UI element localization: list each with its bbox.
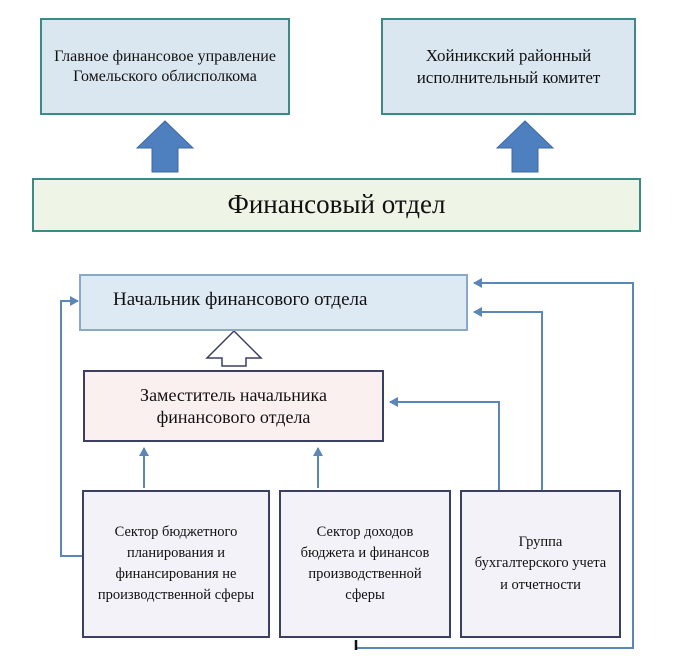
head-of-department-label: Начальник финансового отдела bbox=[113, 289, 368, 310]
sector-budget-planning-box: Сектор бюджетного планирования и финанси… bbox=[82, 490, 270, 638]
sector-revenue-label: Сектор доходов бюджета и финансов произв… bbox=[300, 523, 430, 604]
connector-sector1-to-head bbox=[60, 296, 82, 557]
district-executive-committee-label: Хойникский районный исполнительный комит… bbox=[416, 46, 601, 87]
deputy-head-box: Заместитель начальника финансового отдел… bbox=[83, 370, 384, 442]
hollow-arrow-deputy-to-head bbox=[205, 329, 263, 367]
sector-revenue-box: Сектор доходов бюджета и финансов произв… bbox=[279, 490, 451, 638]
accounting-group-label: Группа бухгалтерского учета и отчетности bbox=[474, 534, 607, 593]
connector-accounting-to-deputy bbox=[389, 397, 500, 490]
accounting-group-box: Группа бухгалтерского учета и отчетности bbox=[460, 490, 621, 638]
district-executive-committee-box: Хойникский районный исполнительный комит… bbox=[381, 18, 636, 115]
finance-department-box: Финансовый отдел bbox=[32, 178, 641, 232]
main-finance-department-label: Главное финансовое управление Гомельског… bbox=[54, 47, 276, 85]
finance-department-label: Финансовый отдел bbox=[227, 189, 446, 220]
block-arrow-to-exec-committee bbox=[495, 120, 555, 173]
connector-accounting-to-head bbox=[473, 307, 543, 490]
block-arrow-to-main-finance bbox=[135, 120, 195, 173]
head-of-department-box: Начальник финансового отдела bbox=[79, 274, 468, 331]
main-finance-department-box: Главное финансовое управление Гомельског… bbox=[40, 18, 290, 115]
sector-budget-planning-label: Сектор бюджетного планирования и финанси… bbox=[97, 523, 255, 604]
deputy-head-label: Заместитель начальника финансового отдел… bbox=[140, 384, 327, 428]
